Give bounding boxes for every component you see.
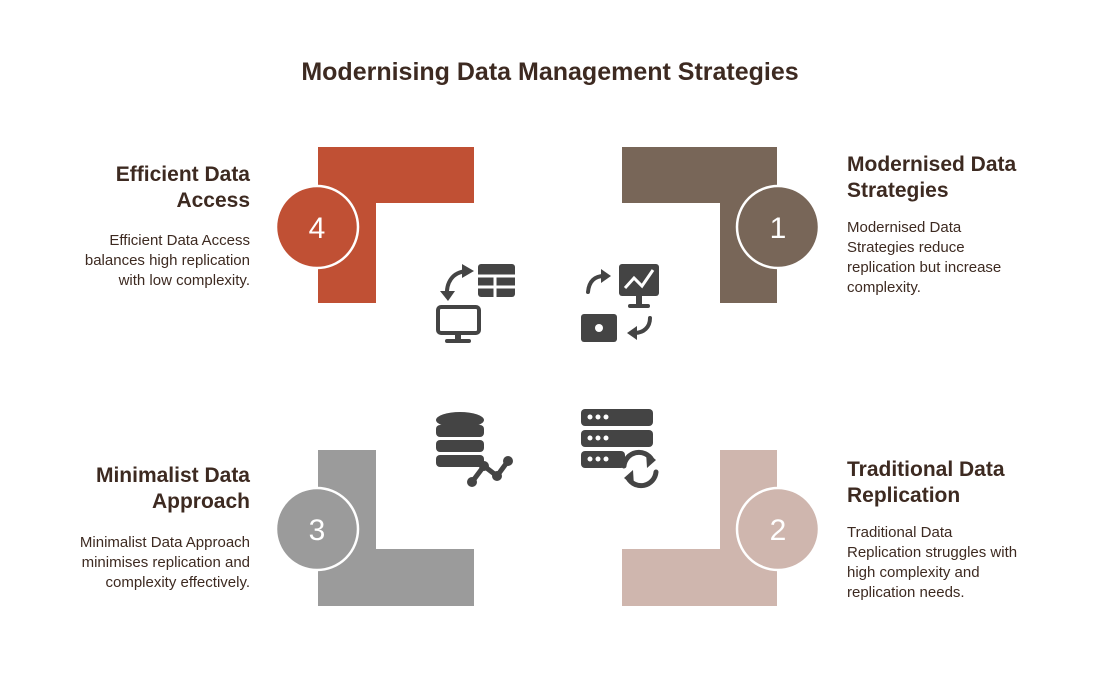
quadrant-2-shape <box>622 450 777 606</box>
step-4-heading: Efficient Data Access <box>115 163 250 212</box>
step-2-description: Traditional Data Replication struggles w… <box>847 524 1018 601</box>
step-2-heading: Traditional Data Replication <box>847 458 1005 507</box>
monitor-chart-transfer-icon <box>581 264 659 342</box>
step-3-number: 3 <box>309 514 326 547</box>
step-3-heading: Minimalist Data Approach <box>95 464 250 513</box>
monitor-table-transfer-icon <box>436 264 515 343</box>
quadrant-4: 4 <box>274 147 474 303</box>
step-3-badge <box>274 486 360 572</box>
step-2-number: 2 <box>770 514 787 547</box>
step-4-description: Efficient Data Access balances high repl… <box>84 232 250 289</box>
step-1-heading: Modernised Data Strategies <box>847 153 1017 202</box>
step-3-description: Minimalist Data Approach minimises repli… <box>79 534 250 591</box>
quadrant-2: 2 <box>622 450 821 606</box>
database-graph-icon <box>436 412 513 487</box>
step-1-number: 1 <box>770 212 787 245</box>
step-1-description: Modernised Data Strategies reduce replic… <box>847 219 1002 296</box>
quadrant-1: 1 <box>622 147 821 303</box>
step-4-number: 4 <box>309 212 326 245</box>
quadrant-3-shape <box>318 450 474 606</box>
step-1-badge <box>735 184 821 270</box>
page-title: Modernising Data Management Strategies <box>301 58 799 86</box>
server-sync-icon <box>581 409 659 489</box>
step-4-badge <box>274 184 360 270</box>
quadrant-4-shape <box>318 147 474 303</box>
quadrant-1-shape <box>622 147 777 303</box>
quadrant-3: 3 <box>274 450 474 606</box>
step-2-badge <box>735 486 821 572</box>
